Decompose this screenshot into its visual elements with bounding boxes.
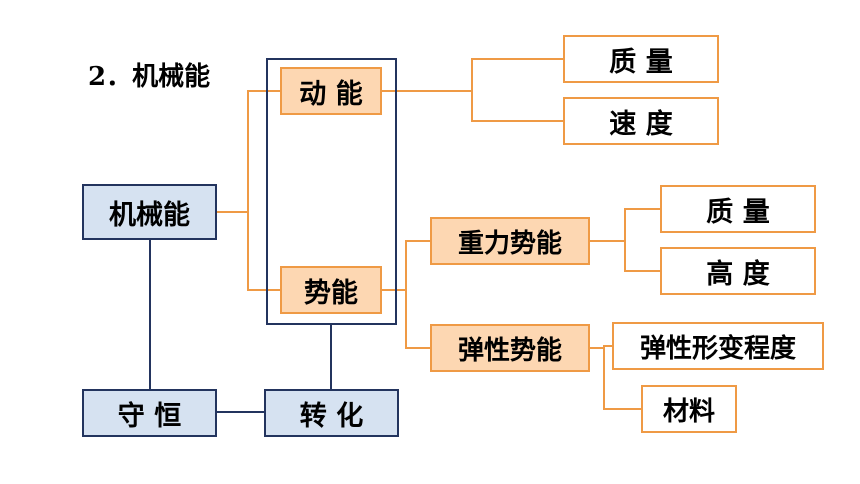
node-kinetic-speed: 速 度 xyxy=(563,97,719,145)
node-elastic-deformation: 弹性形变程度 xyxy=(612,322,824,370)
node-mechanical-energy: 机械能 xyxy=(82,184,217,240)
node-kinetic-mass: 质 量 xyxy=(563,35,719,83)
node-gravity-height: 高 度 xyxy=(660,247,816,295)
connector-dongneng-branches xyxy=(471,58,563,122)
connector-jixieneng-branches xyxy=(247,90,280,291)
node-conversion: 转 化 xyxy=(264,389,399,437)
node-elastic-material: 材料 xyxy=(641,385,737,433)
node-gravitational-potential-energy: 重力势能 xyxy=(430,217,590,265)
connector-tanxing-branches xyxy=(603,345,641,410)
node-conservation: 守 恒 xyxy=(82,389,217,437)
node-gravity-mass: 质 量 xyxy=(660,185,816,233)
node-elastic-potential-energy: 弹性势能 xyxy=(430,324,590,372)
node-potential-energy: 势能 xyxy=(280,266,382,314)
diagram-title: 2．机械能 xyxy=(88,62,211,92)
node-kinetic-energy: 动 能 xyxy=(280,67,382,115)
connector-zhongli-branches xyxy=(624,208,660,272)
kinetic-potential-group xyxy=(266,58,397,325)
connector-shineng-branches xyxy=(405,240,430,349)
